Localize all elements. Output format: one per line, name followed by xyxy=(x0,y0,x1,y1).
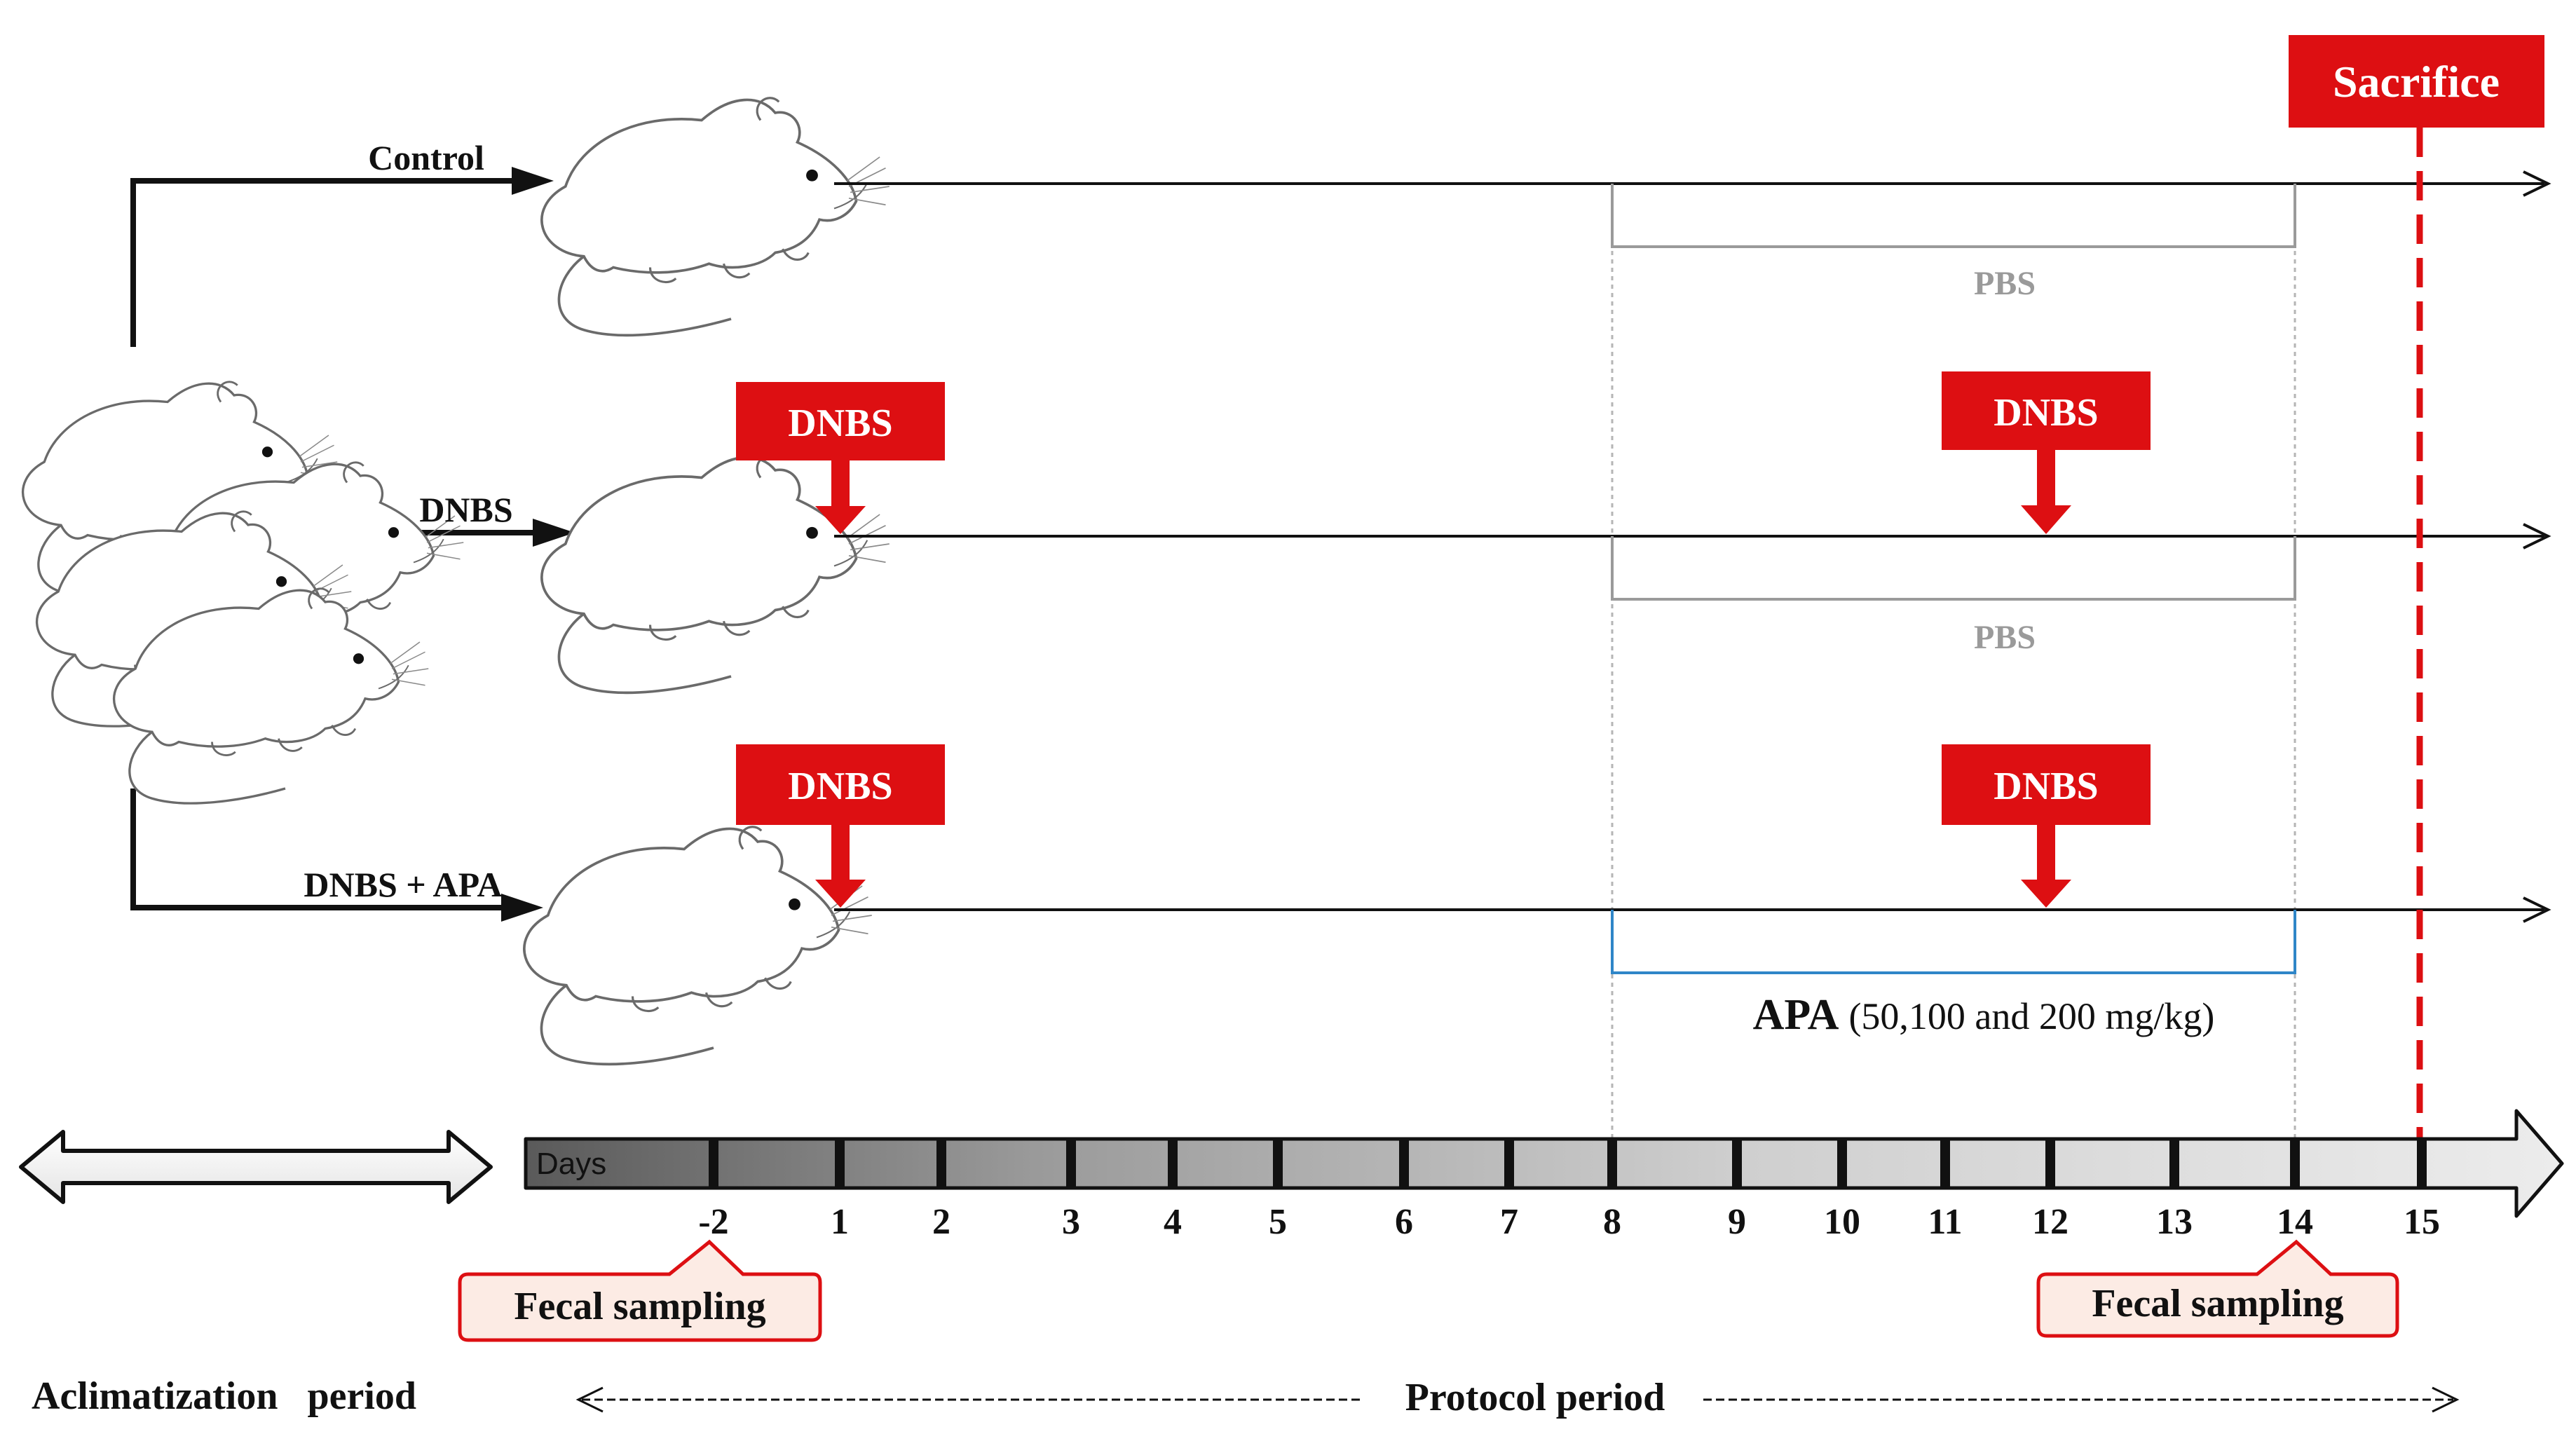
group-timelines xyxy=(834,170,2551,923)
timeline-tick-label: 2 xyxy=(932,1202,950,1242)
timeline-tick xyxy=(2169,1140,2179,1187)
apa-label: APA xyxy=(1753,991,1839,1039)
sacrifice-label: Sacrifice xyxy=(2333,57,2500,107)
pbs-bracket-control xyxy=(1611,184,2296,248)
timeline-tick-label: -2 xyxy=(698,1202,728,1242)
down-arrow-icon xyxy=(2021,505,2071,534)
timeline-tick-label: 9 xyxy=(1728,1202,1746,1242)
timeline-tick-label: 3 xyxy=(1062,1202,1080,1242)
dnbs-apa-mouse-icon xyxy=(523,825,873,1066)
timeline-tick xyxy=(1399,1140,1409,1187)
mouse-cluster-icon xyxy=(21,381,465,805)
timeline-tick xyxy=(709,1140,718,1187)
timeline-tick xyxy=(2290,1140,2300,1187)
timeline-tick-label: 8 xyxy=(1603,1202,1621,1242)
dnbs-marker-label: DNBS xyxy=(1994,765,2098,808)
protocol-period-arrow xyxy=(575,1386,2460,1413)
down-arrow-icon xyxy=(815,506,866,534)
timeline-tick xyxy=(1607,1140,1617,1187)
fecal-sampling-callout-day-14 xyxy=(2036,1239,2399,1338)
group-label-dnbs-apa: DNBS + APA xyxy=(304,865,502,904)
timeline-tick xyxy=(1732,1140,1742,1187)
timeline-tick xyxy=(2045,1140,2055,1187)
timeline-tick-label: 12 xyxy=(2032,1202,2069,1242)
group-label-control: Control xyxy=(368,138,484,177)
pbs-bracket-dnbs xyxy=(1611,536,2296,601)
protocol-period-label: Protocol period xyxy=(1405,1376,1665,1419)
timeline-tick-label: 4 xyxy=(1164,1202,1182,1242)
apa-bracket xyxy=(1611,910,2296,974)
timeline-tick xyxy=(2417,1140,2427,1187)
apa-treatment-label: APA(50,100 and 200 mg/kg) xyxy=(1753,991,2215,1039)
days-timeline-bar xyxy=(524,1109,2564,1218)
dnbs-marker-label: DNBS xyxy=(1994,391,2098,435)
fecal-sampling-label-1: Fecal sampling xyxy=(514,1285,765,1328)
fecal-sampling-callout-day-minus2 xyxy=(458,1239,822,1342)
dnbs-marker-dnbs-day1: DNBS xyxy=(736,382,945,534)
down-arrow-icon xyxy=(2021,880,2071,908)
aclimatization-period-label: Aclimatization period xyxy=(32,1374,416,1418)
timeline-axis-label: Days xyxy=(536,1147,606,1181)
fecal-sampling-label-2: Fecal sampling xyxy=(2092,1282,2343,1325)
timeline-tick-label: 11 xyxy=(1928,1202,1962,1242)
pbs-label-dnbs: PBS xyxy=(1974,619,2036,656)
dnbs-marker-dnbs-day12: DNBS xyxy=(1942,371,2151,534)
timeline-tick-label: 5 xyxy=(1269,1202,1287,1242)
dnbs-marker-label: DNBS xyxy=(788,765,892,808)
timeline-tick xyxy=(1273,1140,1283,1187)
timeline-tick xyxy=(1168,1140,1178,1187)
aclimatization-double-arrow xyxy=(19,1130,493,1204)
control-mouse-icon xyxy=(540,96,891,337)
apa-doses-label: (50,100 and 200 mg/kg) xyxy=(1848,995,2214,1037)
sacrifice-box xyxy=(2289,35,2544,128)
timeline-tick-marks xyxy=(709,1140,2427,1187)
timeline-tick xyxy=(1837,1140,1847,1187)
timeline-tick-label: 15 xyxy=(2404,1202,2440,1242)
group-label-dnbs: DNBS xyxy=(419,490,512,529)
timeline-tick xyxy=(1066,1140,1076,1187)
timeline-tick xyxy=(936,1140,946,1187)
dnbs-marker-label: DNBS xyxy=(788,402,892,445)
timeline-tick-label: 14 xyxy=(2277,1202,2313,1242)
timeline-tick-label: 7 xyxy=(1500,1202,1518,1242)
dnbs-marker-dnbs-apa-day12: DNBS xyxy=(1942,744,2151,908)
dnbs-marker-dnbs-apa-day1: DNBS xyxy=(736,744,945,908)
timeline-tick xyxy=(1940,1140,1950,1187)
timeline-tick-label: 10 xyxy=(1824,1202,1860,1242)
down-arrow-icon xyxy=(815,880,866,908)
timeline-tick-label: 6 xyxy=(1395,1202,1413,1242)
timeline-tick xyxy=(1504,1140,1514,1187)
timeline-tick-label: 1 xyxy=(831,1202,849,1242)
timeline-tick-label: 13 xyxy=(2156,1202,2193,1242)
pbs-label-control: PBS xyxy=(1974,265,2036,302)
timeline-tick xyxy=(835,1140,845,1187)
